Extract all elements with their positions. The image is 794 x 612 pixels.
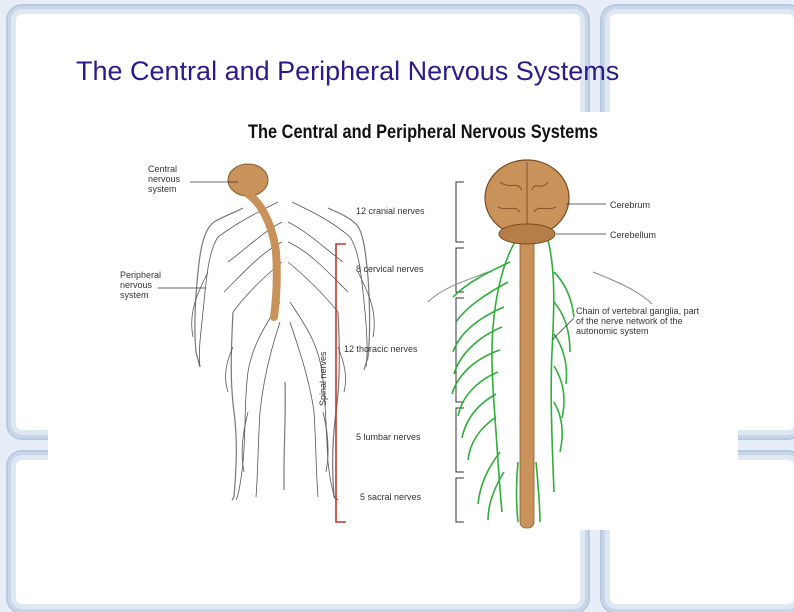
slide-title: The Central and Peripheral Nervous Syste… <box>76 56 620 86</box>
pns-label-line2: nervous <box>120 280 153 290</box>
pns-label-line3: system <box>120 290 149 300</box>
nerve-group-sacral: 5 sacral nerves <box>360 492 422 502</box>
chain-label-line2: of the nerve network of the <box>576 316 683 326</box>
back-outline <box>427 271 653 305</box>
figure-heading: The Central and Peripheral Nervous Syste… <box>248 122 598 143</box>
nerve-group-thoracic: 12 thoracic nerves <box>344 344 418 354</box>
cns-label-line1: Central <box>148 164 177 174</box>
green-nerve-network <box>451 239 575 523</box>
cns-label: Central nervous system <box>148 164 181 194</box>
cerebrum-folds <box>497 162 557 234</box>
pns-label-line1: Peripheral <box>120 270 161 280</box>
nerve-group-cervical: 8 cervical nerves <box>356 264 424 274</box>
cerebellum-label: Cerebellum <box>610 230 656 240</box>
right-back-figure <box>427 159 653 529</box>
nerve-group-cranial: 12 cranial nerves <box>356 206 425 216</box>
left-spinal-cord <box>244 190 281 321</box>
spinal-red-bracket <box>335 243 346 523</box>
human-body-figure <box>191 163 375 501</box>
nervous-system-figure: The Central and Peripheral Nervous Syste… <box>48 112 738 530</box>
cns-label-line3: system <box>148 184 177 194</box>
chain-label-line3: autonomic system <box>576 326 649 336</box>
cerebrum-label: Cerebrum <box>610 200 650 210</box>
cns-label-line2: nervous <box>148 174 181 184</box>
cerebellum <box>498 223 556 245</box>
chain-label-line1: Chain of vertebral ganglia, part <box>576 306 700 316</box>
pns-label: Peripheral nervous system <box>120 270 161 300</box>
body-outline <box>194 207 371 501</box>
spinal-nerves-label: Spinal nerves <box>318 351 328 406</box>
nerve-group-lumbar: 5 lumbar nerves <box>356 432 421 442</box>
segment-brackets <box>455 181 464 523</box>
right-spinal-cord <box>519 237 535 529</box>
chain-label: Chain of vertebral ganglia, part of the … <box>576 306 700 336</box>
chain-pointer-line <box>551 317 575 341</box>
diagram-svg: The Central and Peripheral Nervous Syste… <box>120 122 700 529</box>
peripheral-nerves <box>191 201 375 501</box>
